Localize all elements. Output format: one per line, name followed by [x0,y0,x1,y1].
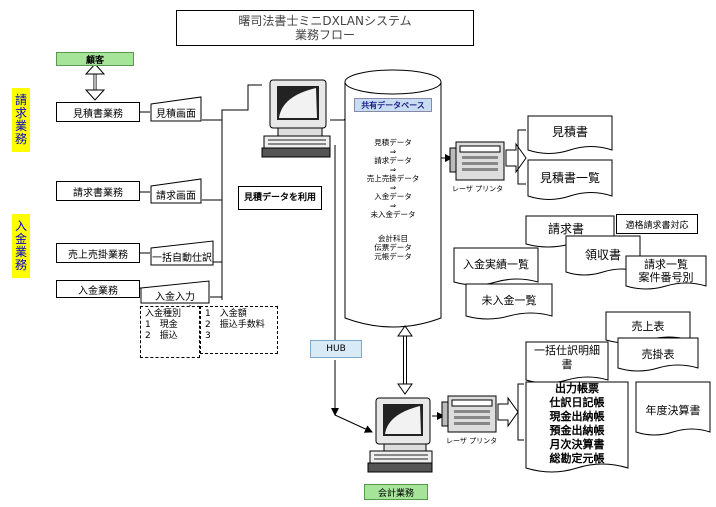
printer-top-bracket [517,129,526,185]
doc-unpaid: 未入金一覧 [481,294,537,307]
db-item: 請求データ [374,156,412,165]
doc-payment-record: 入金実績一覧 [463,258,529,271]
printer-bottom-arrow [497,396,519,428]
payment-amount-item: 2 振込手数料 [205,320,265,330]
payment-type-item: 2 振込 [145,331,178,341]
accounting-box: 会計業務 [364,484,428,500]
payment-amount-item: 3 [205,331,211,341]
db-item: ⇒ [389,165,397,174]
database-header: 共有データベース [354,98,432,112]
customer-double-arrow [84,63,106,101]
doc-estimate: 見積書 [551,124,588,139]
network-lines [330,117,373,433]
printer-bottom-bracket [517,383,524,441]
doc-reports: 出力帳票 仕訳日記帳 現金出納帳 預金出納帳 月次決算書 総勘定元帳 [549,382,605,465]
doc-invoice-list: 請求一覧 案件番号別 [638,258,694,284]
computer-top [261,79,331,158]
db-item: ⇒ [389,147,397,156]
doc-invoice: 請求書 [548,221,585,236]
doc-annual: 年度決算書 [645,404,701,417]
screen-estimate: 見積画面 [150,96,202,122]
db-item: 元帳データ [374,252,412,261]
doc-receipt: 領収書 [584,247,621,262]
customer-box: 顧客 [56,52,134,66]
printer-top [449,141,505,181]
task-sales: 売上売掛業務 [56,243,140,263]
payment-work-label: 入 金 業 務 [12,214,30,278]
screen-journal: 一括自動仕訳 [150,240,214,266]
database-cylinder [344,69,442,328]
payment-type-item: 1 現金 [145,320,178,330]
task-estimate: 見積書業務 [56,102,140,122]
hub-box: HUB [310,340,362,358]
payment-amount-box: 1 入金額 2 振込手数料 3 [200,306,278,354]
db-item: 会計科目 [378,234,408,243]
qualified-invoice-box: 適格請求書対応 [616,214,698,234]
payment-type-box: 入金種別 1 現金 2 振込 [140,306,200,358]
estimate-data-note: 見積データを利用 [238,186,322,210]
task-invoice: 請求書業務 [56,181,140,201]
payment-type-title: 入金種別 [145,309,182,319]
diagram-title: 曙司法書士ミニDXLANシステム 業務フロー [176,10,474,46]
screen-payment: 入金入力 [140,280,210,304]
payment-amount-item: 1 入金額 [205,309,247,319]
printer-top-arrow [505,142,527,174]
printer-bottom [441,395,497,433]
doc-receivable: 売掛表 [641,348,675,361]
db-item: 売上売掛データ [366,174,420,183]
screen-invoice: 請求画面 [150,178,202,204]
doc-journal: 一括仕訳明細 書 [534,344,600,371]
task-payment: 入金業務 [56,280,140,298]
doc-sales: 売上表 [631,320,665,333]
computer-bottom [367,397,433,473]
db-item: ⇒ [389,183,397,192]
db-item: 未入金データ [370,210,416,219]
database-accounting: 会計科目 伝票データ 元帳データ [348,234,438,261]
doc-estimate-list: 見積書一覧 [539,170,600,185]
database-flow: 見積データ ⇒ 請求データ ⇒ 売上売掛データ ⇒ 入金データ ⇒ 未入金データ [348,138,438,219]
title-line-1: 曙司法書士ミニDXLANシステム [238,14,412,28]
db-double-arrow [397,325,413,395]
title-line-2: 業務フロー [294,28,355,42]
document-shapes [453,115,711,473]
printer-bottom-label: レーザ プリンタ [446,437,498,445]
billing-work-label: 請 求 業 務 [12,88,30,152]
db-item: 伝票データ [374,243,412,252]
db-item: ⇒ [389,201,397,210]
db-item: 見積データ [374,138,412,147]
db-item: 入金データ [374,192,412,201]
printer-top-label: レーザ プリンタ [452,185,504,193]
